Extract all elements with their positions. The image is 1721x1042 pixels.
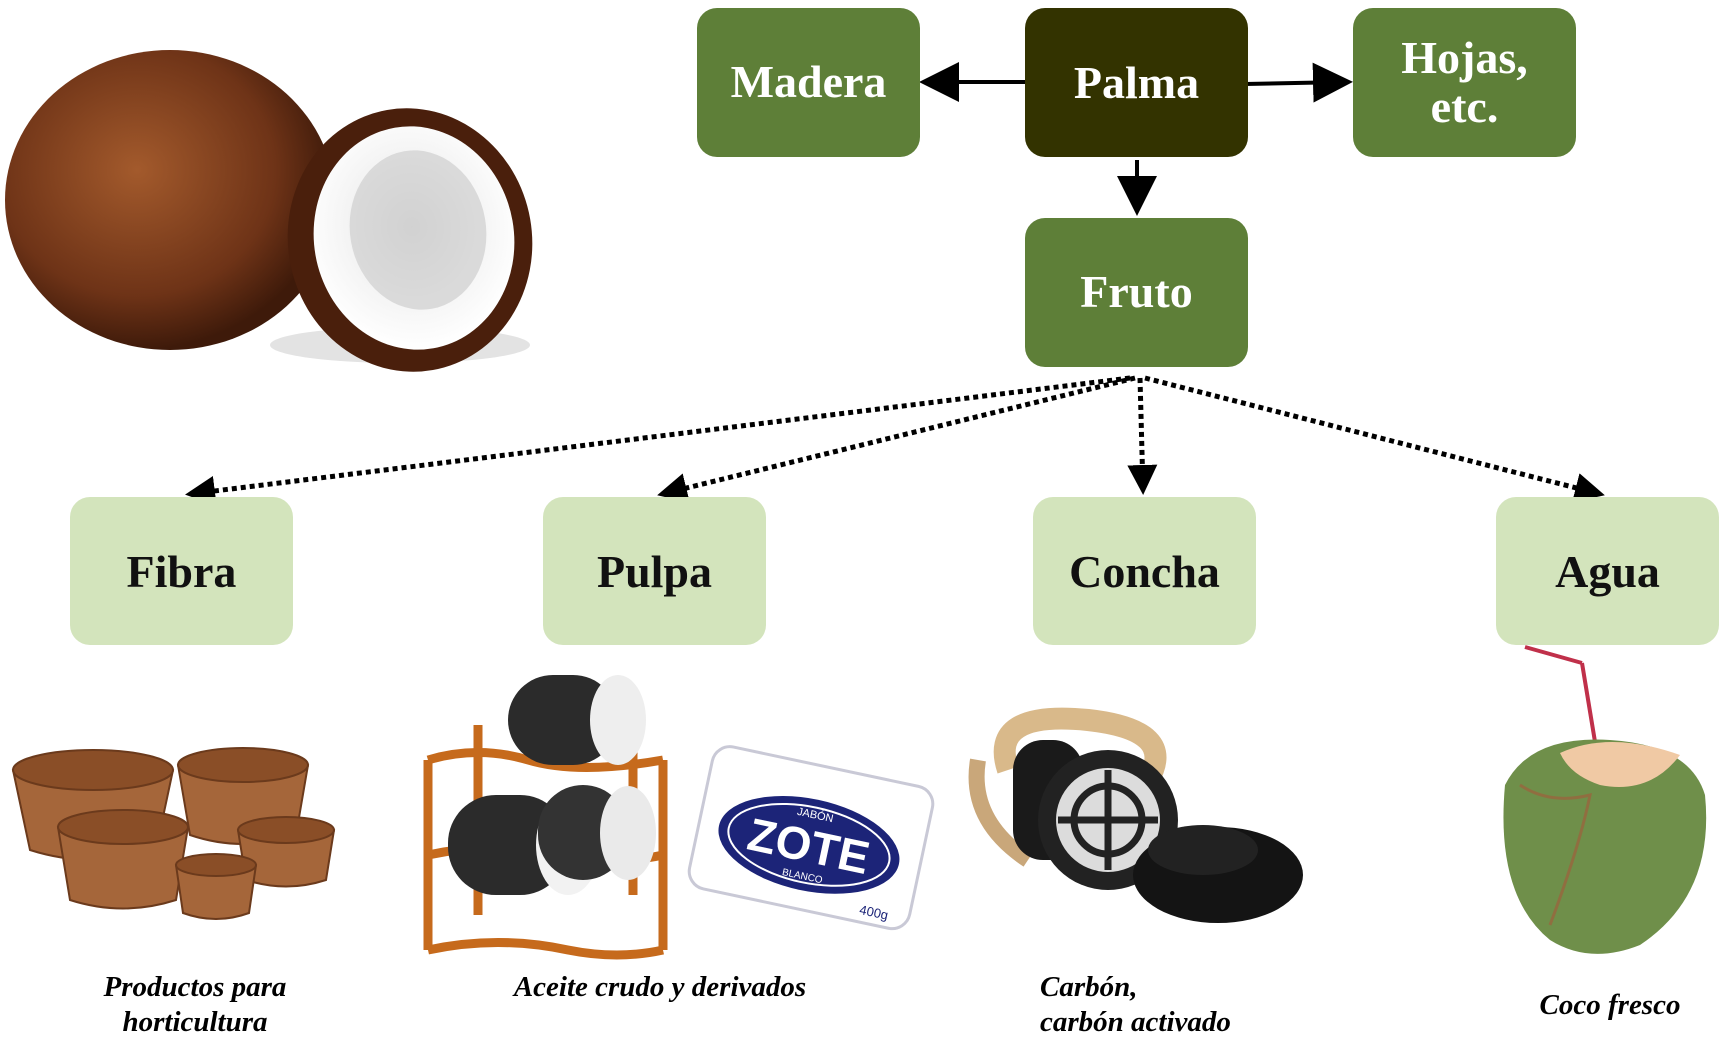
soap-bar-image: ZOTE JABÓN BLANCO 400g — [687, 745, 935, 931]
caption-fibra: Productos para horticultura — [103, 971, 287, 1038]
node-agua: Agua — [1496, 497, 1719, 645]
node-palma: Palma — [1025, 8, 1248, 157]
arrow-fruto-fibra — [185, 375, 1131, 506]
caption-pulpa: Aceite crudo y derivados — [513, 971, 807, 1003]
oil-barrels-image — [423, 675, 668, 960]
node-pulpa: Pulpa — [543, 497, 766, 645]
mask-charcoal-image — [968, 707, 1303, 923]
fresh-coconut-image — [1503, 645, 1707, 954]
node-fruto: Fruto — [1025, 218, 1248, 367]
node-concha: Concha — [1033, 497, 1256, 645]
coconut-image — [5, 50, 533, 372]
soap-weight-text: 400g — [858, 902, 889, 923]
fibre-pots-image — [11, 747, 336, 920]
node-madera: Madera — [697, 8, 920, 157]
node-fibra: Fibra — [70, 497, 293, 645]
caption-concha: Carbón, carbón activado — [1040, 971, 1231, 1038]
arrow-fruto-concha — [1127, 377, 1158, 495]
arrow-fruto-agua — [1144, 375, 1605, 503]
arrow-fruto-pulpa — [657, 375, 1136, 503]
arrow-palma-hojas — [1244, 62, 1353, 103]
node-hojas: Hojas, etc. — [1353, 8, 1576, 157]
caption-agua: Coco fresco — [1539, 989, 1681, 1021]
